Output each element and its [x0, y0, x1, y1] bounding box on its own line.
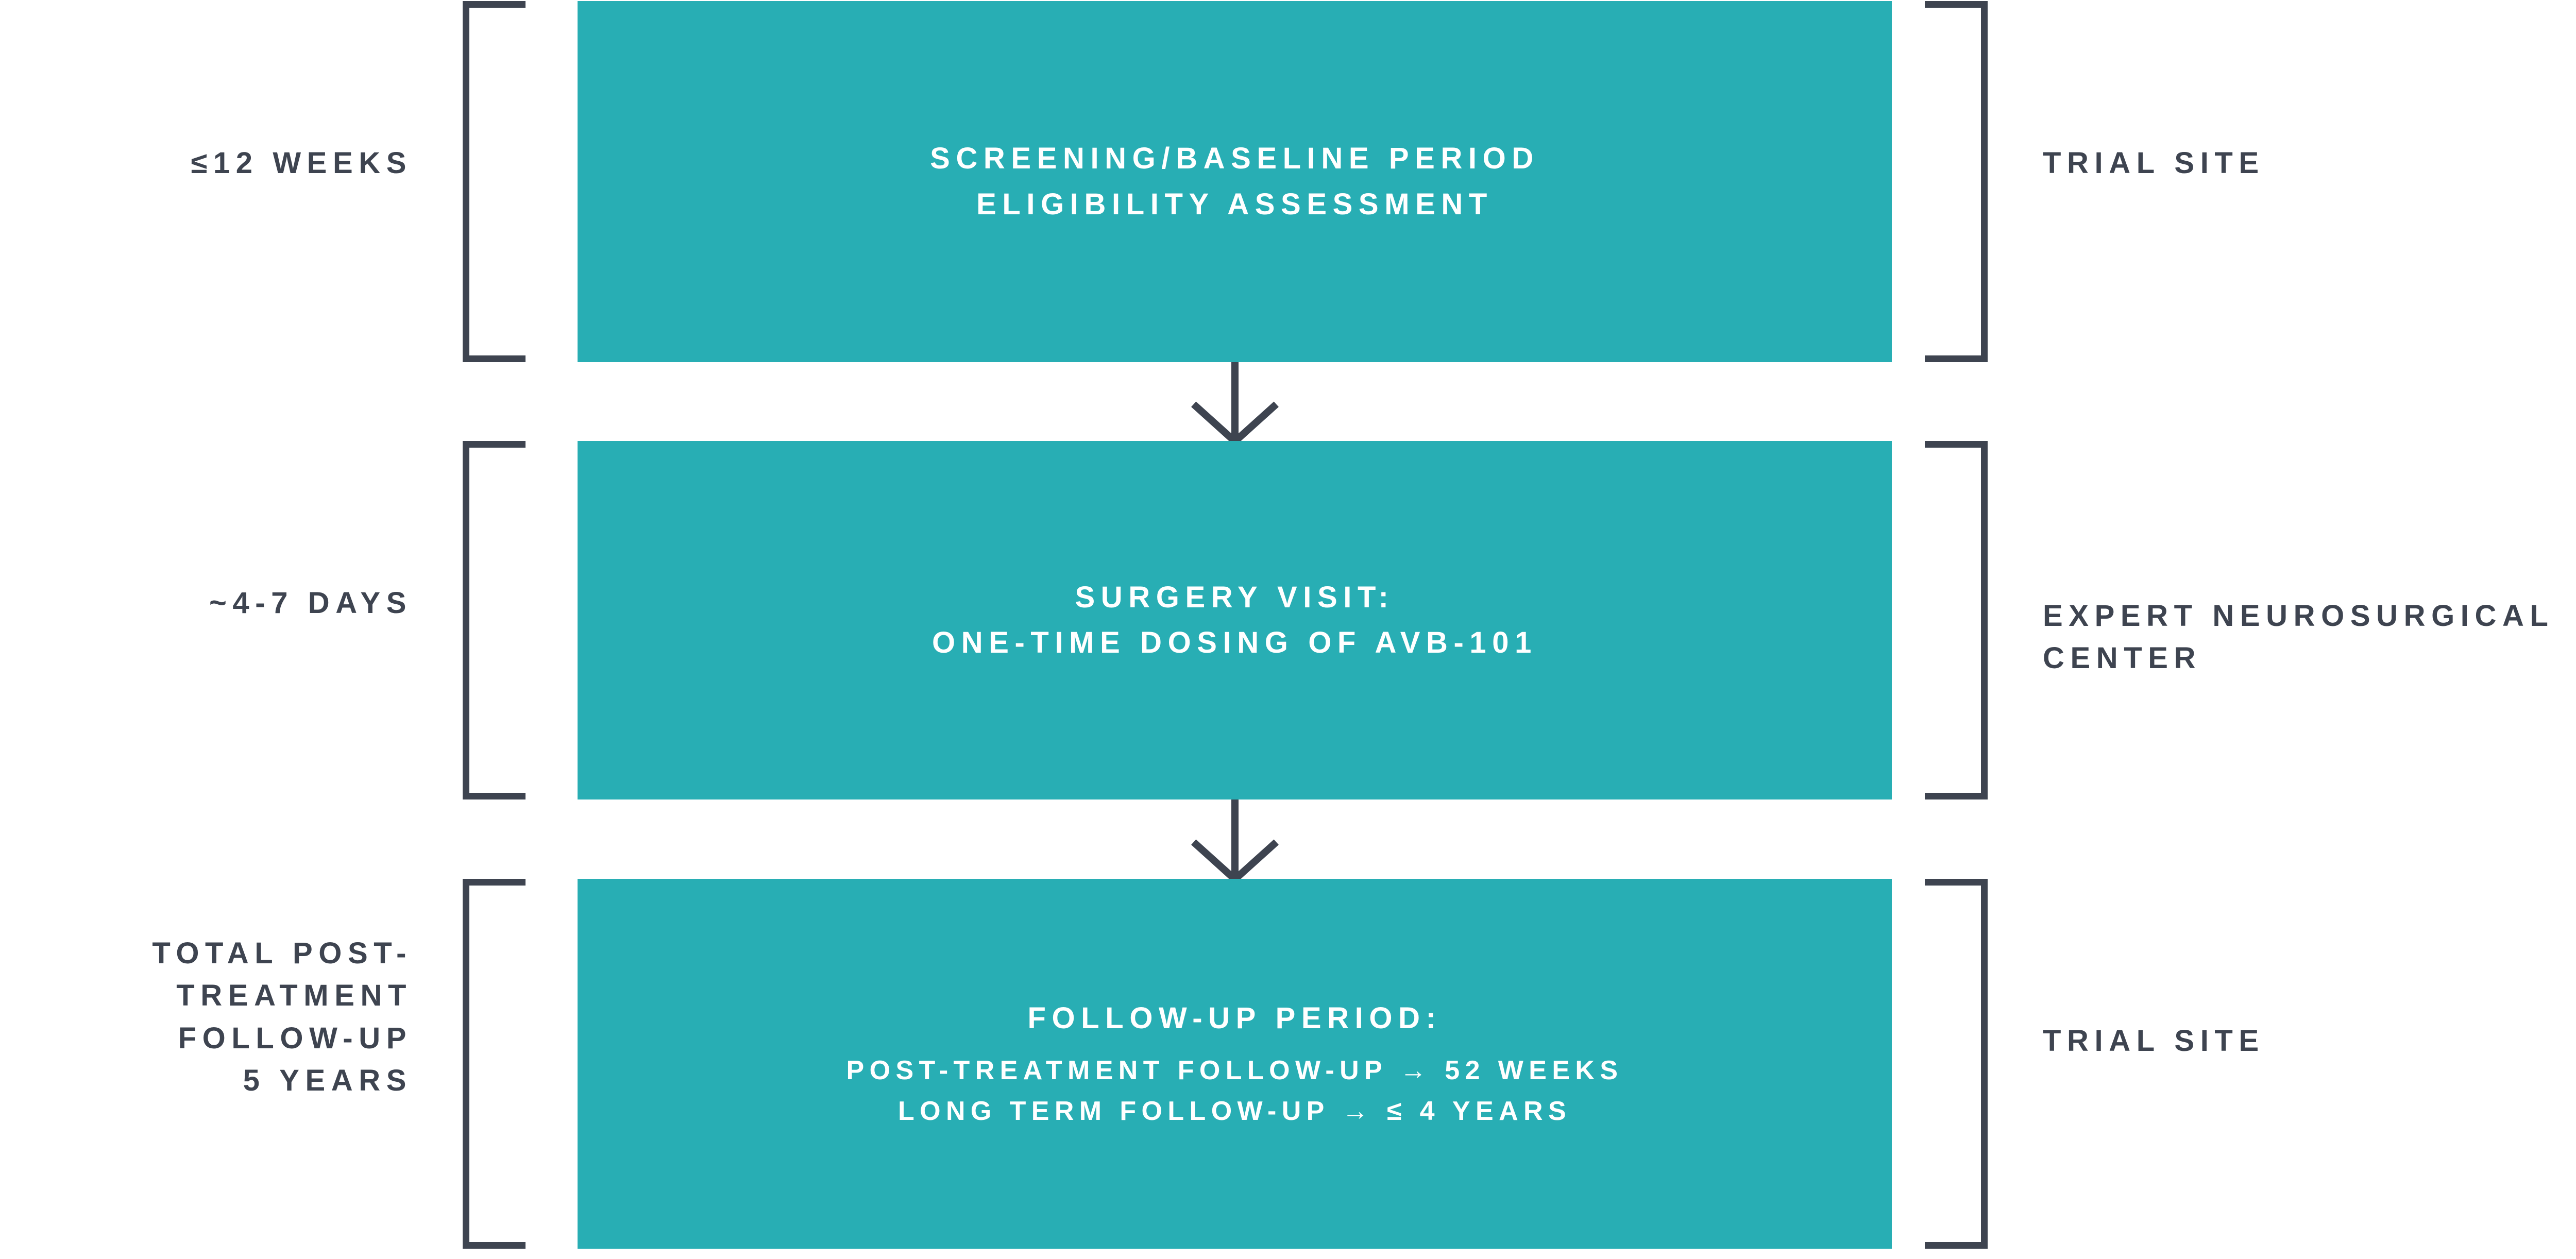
bracket-arm-bottom: [463, 793, 526, 799]
stage-box-line: SURGERY VISIT:: [1075, 580, 1395, 614]
bracket-stem: [1981, 1, 1988, 362]
arrow-head-left: [1232, 401, 1279, 445]
arrow-head-left: [1232, 839, 1279, 882]
site-label-screening: TRIAL SITE: [2043, 146, 2265, 180]
stage-box-screening[interactable]: SCREENING/BASELINE PERIOD ELIGIBILITY AS…: [578, 1, 1892, 362]
bracket-stem: [1981, 441, 1988, 799]
bracket-stem: [1981, 879, 1988, 1249]
arrow-shaft: [1231, 799, 1239, 879]
bracket-stem: [463, 1, 469, 362]
bracket-arm-top: [463, 441, 526, 448]
down-arrow-icon: [1191, 799, 1279, 882]
bracket-arm-top: [463, 879, 526, 886]
bracket-stem: [463, 441, 469, 799]
bracket-arm-top: [463, 1, 526, 8]
arrow-head-right: [1191, 839, 1238, 882]
arrow-head-right: [1191, 401, 1238, 445]
duration-label-followup: TOTAL POST- TREATMENT FOLLOW-UP 5 YEARS: [152, 937, 412, 1098]
bracket-arm-top: [1925, 441, 1988, 448]
bracket-arm-top: [1925, 1, 1988, 8]
arrow-shaft: [1231, 362, 1239, 441]
bracket-right-row-2: [1918, 441, 1988, 799]
duration-label-surgery: ~4-7 DAYS: [209, 586, 412, 620]
bracket-left-row-1: [463, 1, 532, 362]
bracket-arm-bottom: [463, 355, 526, 362]
bracket-right-row-3: [1918, 879, 1988, 1249]
bracket-stem: [463, 879, 469, 1249]
bracket-right-row-1: [1918, 1, 1988, 362]
stage-box-line: FOLLOW-UP PERIOD:: [1027, 1001, 1442, 1035]
bracket-arm-bottom: [1925, 793, 1988, 799]
down-arrow-icon: [1191, 362, 1279, 445]
stage-box-line: LONG TERM FOLLOW-UP → ≤ 4 YEARS: [897, 1096, 1572, 1127]
stage-box-line: ELIGIBILITY ASSESSMENT: [976, 187, 1493, 221]
bracket-arm-bottom: [463, 1242, 526, 1249]
stage-box-line: SCREENING/BASELINE PERIOD: [930, 142, 1539, 176]
bracket-left-row-3: [463, 879, 532, 1249]
stage-box-line: ONE-TIME DOSING OF AVB-101: [932, 626, 1537, 659]
bracket-arm-bottom: [1925, 355, 1988, 362]
bracket-left-row-2: [463, 441, 532, 799]
stage-box-followup[interactable]: FOLLOW-UP PERIOD: POST-TREATMENT FOLLOW-…: [578, 879, 1892, 1249]
stage-box-surgery[interactable]: SURGERY VISIT: ONE-TIME DOSING OF AVB-10…: [578, 441, 1892, 799]
bracket-arm-top: [1925, 879, 1988, 886]
stage-box-line: POST-TREATMENT FOLLOW-UP → 52 WEEKS: [846, 1056, 1623, 1086]
duration-label-screening: ≤12 WEEKS: [191, 146, 412, 180]
site-label-followup: TRIAL SITE: [2043, 1024, 2265, 1058]
site-label-surgery: EXPERT NEUROSURGICAL CENTER: [2043, 599, 2554, 675]
bracket-arm-bottom: [1925, 1242, 1988, 1249]
